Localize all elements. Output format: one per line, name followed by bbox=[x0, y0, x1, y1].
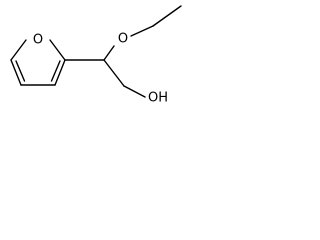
bond-c5-o1 bbox=[49, 39, 66, 61]
bond-ch2-oh bbox=[123, 85, 146, 98]
bond-ether-o-ch2 bbox=[130, 25, 154, 37]
side-chain bbox=[64, 5, 182, 98]
ether-oxygen-label: O bbox=[118, 32, 128, 47]
bond-ch-ch2oh bbox=[103, 59, 125, 87]
hydroxyl-label: OH bbox=[148, 91, 168, 106]
bond-ethyl-ch2-ch3 bbox=[152, 5, 182, 27]
bond-c2-c3 bbox=[10, 59, 22, 86]
furan-ring bbox=[10, 39, 66, 86]
bond-c4-c5 bbox=[54, 59, 66, 86]
double-bond-c4-c5 bbox=[50, 60, 61, 82]
bond-o1-c2 bbox=[10, 39, 27, 61]
structural-formula: O O OH bbox=[10, 5, 182, 106]
furan-oxygen-label: O bbox=[33, 33, 43, 48]
double-bond-c2-c3 bbox=[15, 60, 26, 82]
bond-ch-ether-o bbox=[103, 45, 115, 61]
